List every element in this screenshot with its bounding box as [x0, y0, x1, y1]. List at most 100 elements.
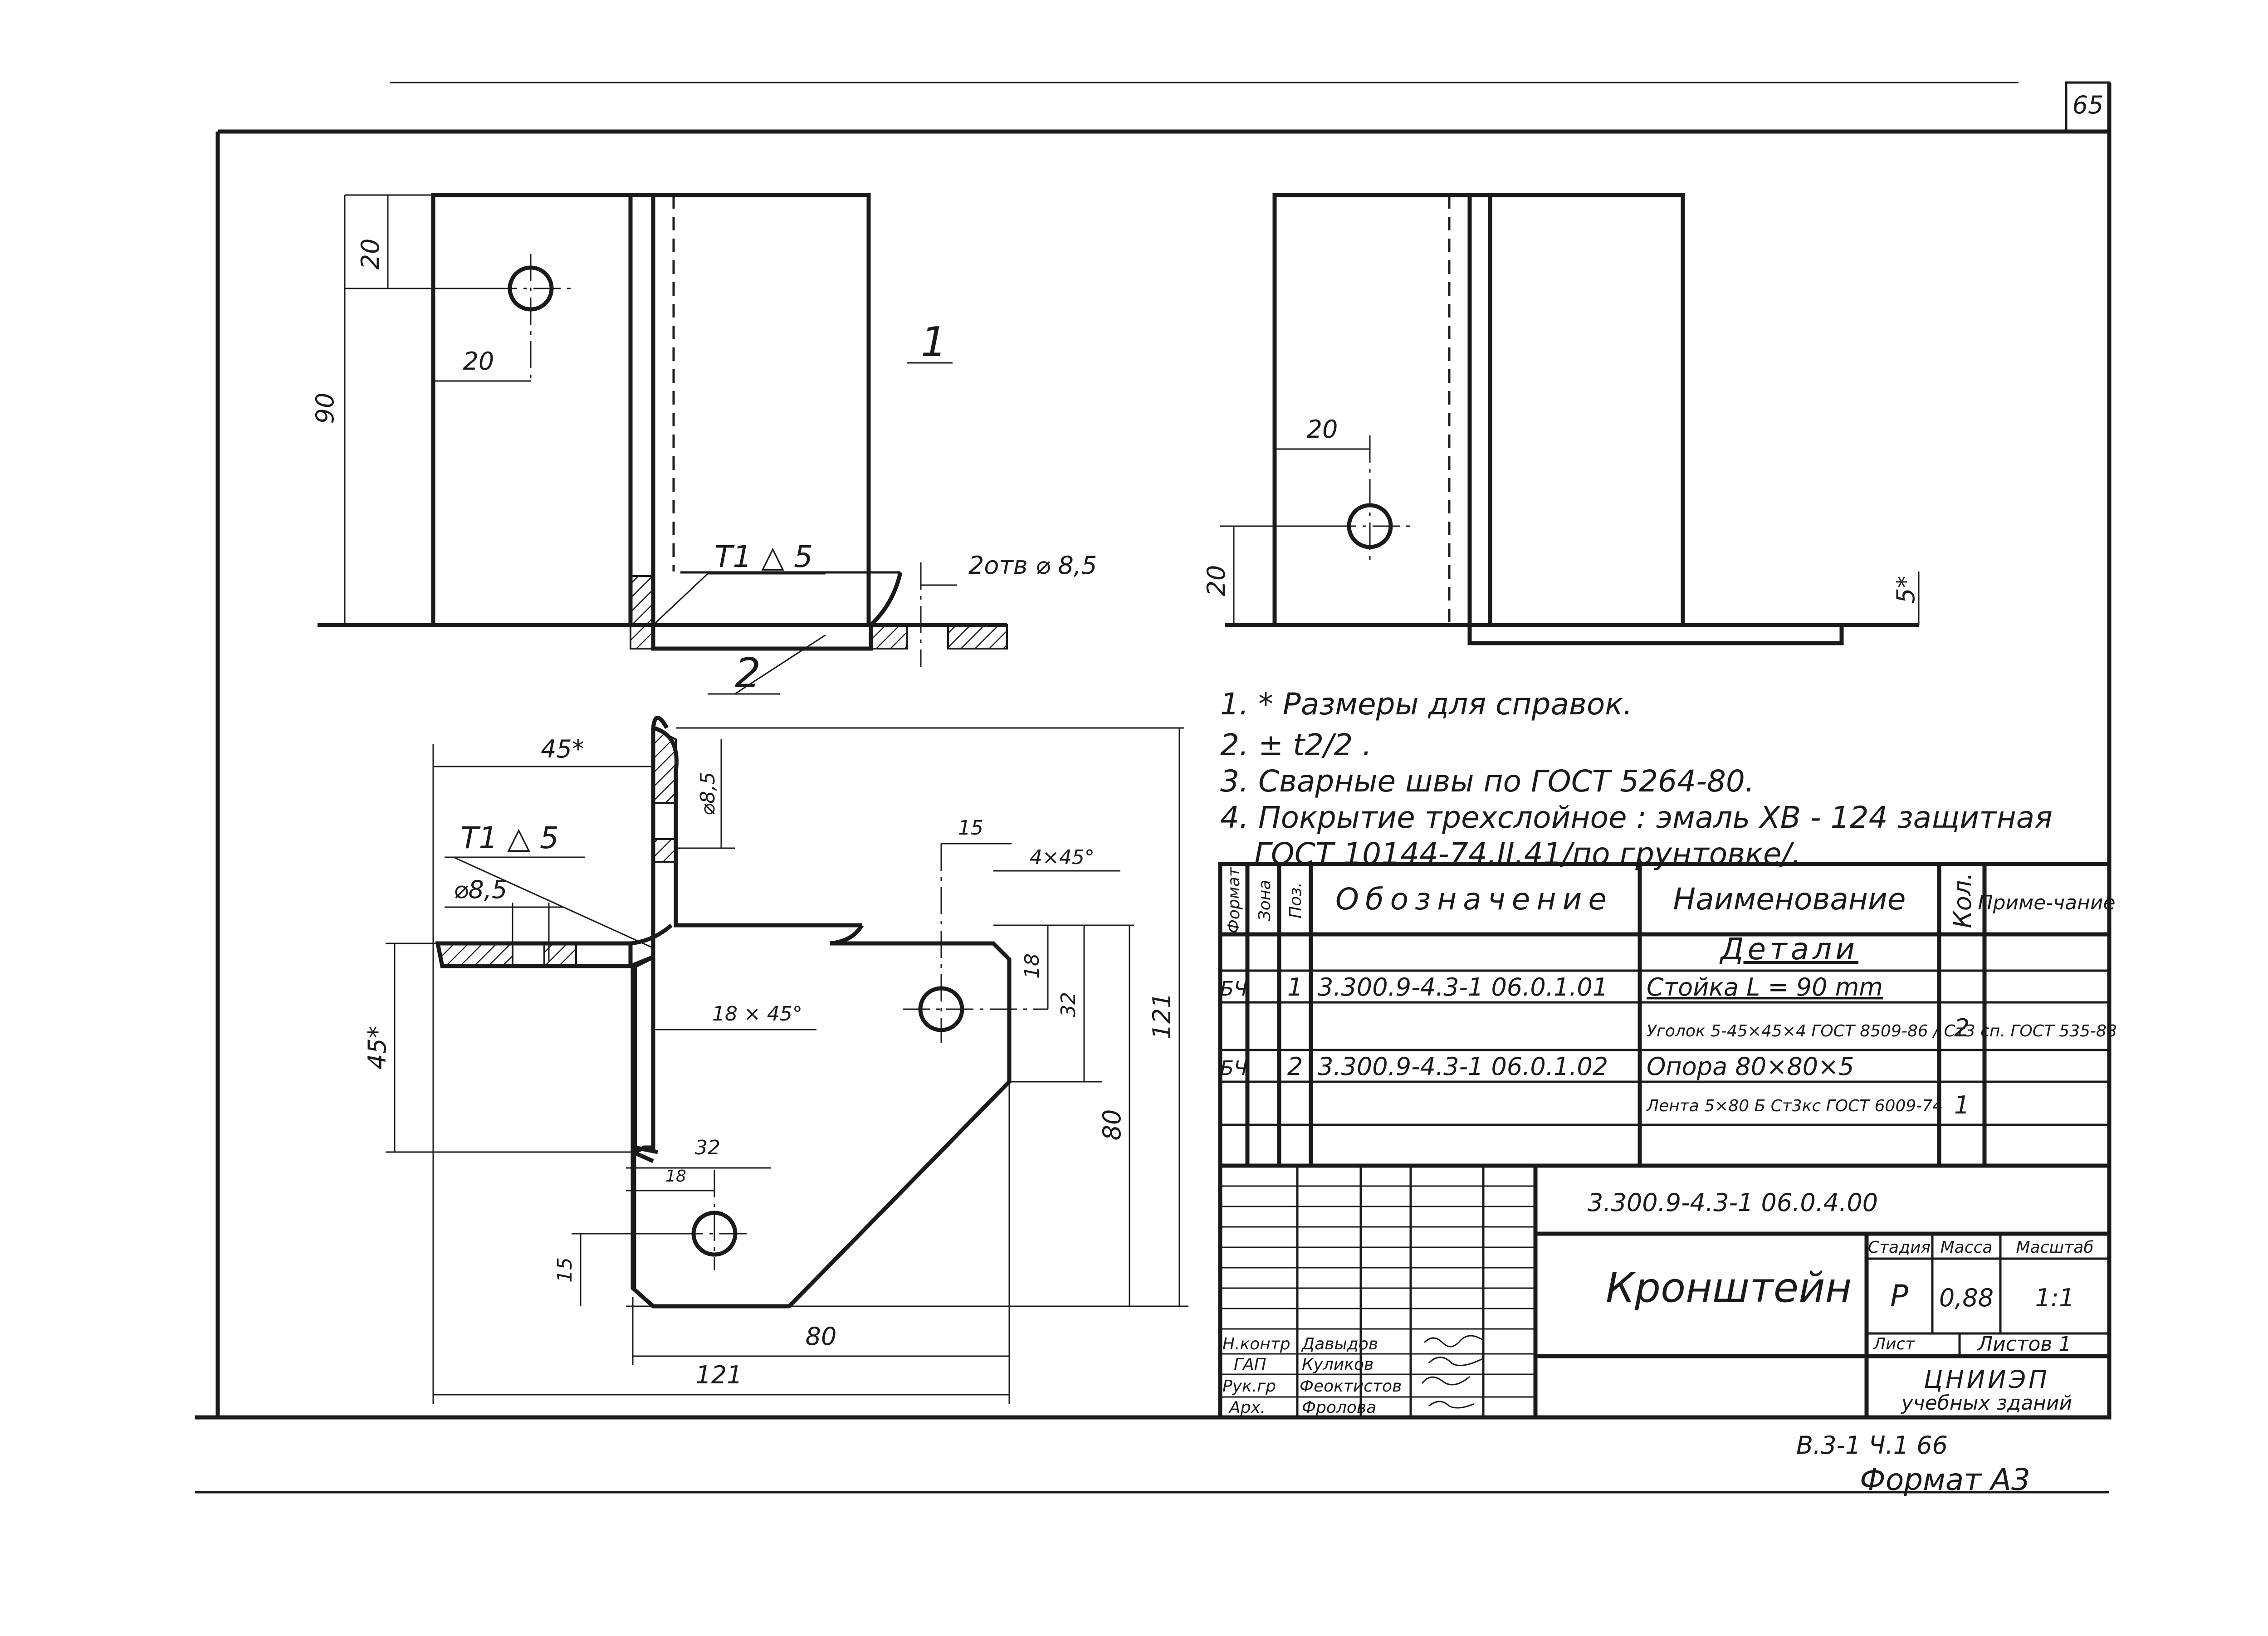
row1-designation: 3.300.9-4.3-1 06.0.1.01	[1318, 973, 1608, 1001]
page-number: 65	[2072, 91, 2104, 119]
title-frame	[1218, 1163, 2112, 1420]
page-number-box	[2065, 81, 2111, 133]
dim-top-20: 20	[356, 239, 385, 270]
part-name: Кронштейн	[1606, 1264, 1852, 1312]
hdr-note: Приме-чание	[1978, 891, 2115, 914]
weld-leader	[652, 573, 709, 626]
format-label: Формат А3	[1860, 1462, 2030, 1497]
scale-label: Масштаб	[2016, 1238, 2093, 1257]
front-view-plate	[431, 193, 633, 627]
plan-chamfer-a: 4×45°	[1030, 846, 1095, 869]
signatures	[1421, 1335, 1484, 1409]
base-hatch-right	[947, 624, 1008, 650]
plan-dim-18b: 18	[665, 1167, 686, 1186]
stage-value: Р	[1890, 1279, 1908, 1314]
plan-horiz-fillet	[630, 923, 673, 946]
side-dim-hole-20: 20	[1307, 415, 1338, 444]
signer-4-name: Фролова	[1302, 1398, 1376, 1417]
row3-name: Опора 80×80×5	[1647, 1052, 1854, 1081]
plan-dim-15a: 15	[958, 816, 983, 840]
row3-designation: 3.300.9-4.3-1 06.0.1.02	[1318, 1052, 1608, 1081]
side-view-angle	[1467, 193, 1685, 627]
sheet-label: Лист	[1872, 1335, 1915, 1353]
holes-note: 2отв ⌀ 8,5	[968, 551, 1097, 580]
plan-angle-tip	[651, 716, 669, 729]
note-4: 4. Покрытие трехслойное : эмаль ХВ - 124…	[1220, 800, 2053, 835]
signer-3-role: Рук.гр	[1222, 1377, 1276, 1396]
hdr-qty: Кол.	[1948, 872, 1977, 928]
note-2: 2. ± t2/2 .	[1220, 728, 1372, 762]
plan-view: 45* ⌀8,5 T1 △ 5 ⌀8,5 15 4×45° 18 32 18 ×…	[363, 716, 1188, 1404]
plan-dim-15b: 15	[553, 1257, 577, 1283]
row3-format: БЧ	[1220, 1057, 1247, 1080]
plan-corner-edge	[630, 955, 654, 968]
side-base-flange	[1467, 623, 1844, 645]
row1-pos: 1	[1287, 973, 1303, 1001]
plan-dim-18a: 18	[1021, 953, 1044, 979]
plan-dim-121a: 121	[1148, 992, 1176, 1039]
specification-table: Формат Зона Поз. Обозначение Наименовани…	[1218, 862, 2117, 1168]
plan-dim-45a: 45*	[541, 735, 584, 763]
dim-hole-20: 20	[463, 347, 494, 376]
title-block: Н.контр Давыдов ГАП Куликов Рук.гр Феокт…	[1218, 1163, 2112, 1420]
part-1-label: 1	[921, 318, 947, 366]
plan-angle-outline	[652, 726, 862, 928]
doc-code: 3.300.9-4.3-1 06.0.4.00	[1588, 1188, 1878, 1217]
dim-height-90: 90	[311, 393, 339, 424]
plan-dim-80a: 80	[1098, 1109, 1126, 1141]
row2-qty: 2	[1954, 1014, 1970, 1042]
mass-label: Масса	[1941, 1238, 1993, 1257]
plan-dim-d85a: ⌀8,5	[696, 772, 719, 816]
plan-dim-80b: 80	[806, 1322, 837, 1351]
signer-1-role: Н.контр	[1222, 1335, 1290, 1353]
base-hatch-mid	[870, 624, 908, 650]
section-details: Детали	[1719, 932, 1858, 967]
plan-dim-45b: 45*	[363, 1026, 391, 1070]
weld-leader	[453, 856, 654, 949]
signer-4-role: Арх.	[1228, 1398, 1266, 1417]
plan-chamfer-b: 18 × 45°	[712, 1002, 802, 1026]
weld-hatch	[630, 575, 654, 626]
row1-name: Стойка L = 90 mm	[1647, 973, 1883, 1001]
org-line-1: ЦНИИЭП	[1924, 1365, 2050, 1394]
plan-dim-d85b: ⌀8,5	[454, 875, 507, 904]
sheets-label: Листов 1	[1977, 1333, 2071, 1356]
part-2-label: 2	[735, 650, 761, 697]
row4-name: Лента 5×80 Б Ст3кс ГОСТ 6009-74	[1646, 1097, 1943, 1115]
note-1: 1. * Размеры для справок.	[1220, 687, 1633, 722]
row2-name: Уголок 5-45×45×4 ГОСТ 8509-86 / Ст3 сп. …	[1647, 1022, 2117, 1040]
plan-dim-32b: 32	[695, 1136, 720, 1159]
plan-base-outline	[631, 924, 1012, 1309]
hdr-name: Наименование	[1673, 882, 1906, 917]
weld-symbol: T1 △ 5	[714, 539, 813, 574]
front-view: 20 20 90 1 T1 △ 5 2отв ⌀ 8,5 2	[311, 193, 1097, 697]
drawing-notes: 1. * Размеры для справок. 2. ± t2/2 . 3.…	[1220, 687, 2053, 871]
side-dim-flange: 5*	[1892, 576, 1920, 603]
base-plate-section	[651, 623, 873, 651]
angle-toe	[869, 572, 903, 627]
plan-dim-121b: 121	[695, 1361, 742, 1389]
plan-vert-hatch-2	[652, 838, 677, 863]
part-2-leader	[734, 634, 826, 695]
note-3: 3. Сварные швы по ГОСТ 5264-80.	[1220, 764, 1755, 799]
signer-2-role: ГАП	[1234, 1355, 1266, 1374]
hdr-designation: Обозначение	[1335, 882, 1613, 917]
plan-dim-32a: 32	[1057, 992, 1080, 1017]
bottom-reference: В.3-1 Ч.1 66	[1796, 1431, 1948, 1460]
base-section-left	[630, 624, 654, 650]
org-line-2: учебных зданий	[1901, 1392, 2072, 1415]
plan-horiz-hatch	[436, 943, 513, 967]
signer-1-name: Давыдов	[1301, 1335, 1378, 1353]
row1-format: БЧ	[1220, 977, 1247, 1001]
hdr-format: Формат	[1225, 867, 1243, 933]
row3-pos: 2	[1287, 1052, 1303, 1081]
plan-angle-corner	[634, 728, 655, 968]
mass-value: 0,88	[1939, 1284, 1994, 1312]
sheet-frame: 65 В.3-1 Ч.1 66 Формат А3	[195, 81, 2112, 1497]
stage-label: Стадия	[1868, 1238, 1931, 1257]
plan-base-left-2	[633, 957, 655, 1156]
signer-3-name: Феоктистов	[1300, 1377, 1402, 1396]
row4-qty: 1	[1954, 1091, 1970, 1119]
